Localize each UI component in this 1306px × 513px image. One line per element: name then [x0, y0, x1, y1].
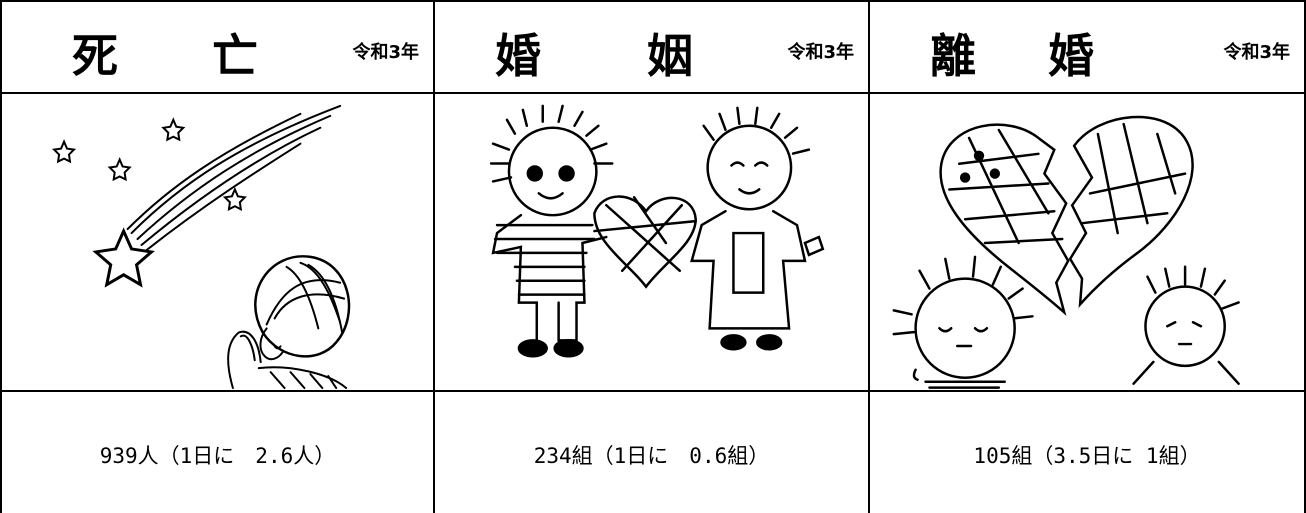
- stat-marriage: 234組（1日に 0.6組）: [433, 392, 868, 513]
- year-label-divorce: 令和3年: [1223, 42, 1290, 63]
- title-marriage-left: 婚: [495, 29, 541, 83]
- year-label-marriage: 令和3年: [787, 42, 854, 63]
- header-death: 死 亡 令和3年: [0, 0, 433, 94]
- stat-text-marriage: 234組（1日に 0.6組）: [533, 444, 770, 468]
- stat-text-divorce: 105組（3.5日に 1組）: [973, 444, 1201, 468]
- title-death-left: 死: [72, 29, 118, 83]
- picture-marriage: [433, 94, 868, 392]
- couple-heart-icon: [489, 104, 825, 358]
- broken-heart-icon: [892, 115, 1240, 389]
- title-death-right: 亡: [212, 29, 258, 83]
- stat-divorce: 105組（3.5日に 1組）: [868, 392, 1306, 513]
- title-divorce-left: 離: [930, 29, 976, 83]
- title-marriage-right: 姻: [647, 29, 693, 83]
- header-divorce: 離 婚 令和3年: [868, 0, 1306, 94]
- year-label-death: 令和3年: [352, 42, 419, 63]
- stat-death: 939人（1日に 2.6人）: [0, 392, 433, 513]
- header-marriage: 婚 姻 令和3年: [433, 0, 868, 94]
- stat-text-death: 939人（1日に 2.6人）: [99, 444, 336, 468]
- picture-divorce: [868, 94, 1306, 392]
- title-divorce-right: 婚: [1048, 29, 1094, 83]
- shooting-star-prayer-icon: [51, 104, 351, 390]
- picture-death: [0, 94, 433, 392]
